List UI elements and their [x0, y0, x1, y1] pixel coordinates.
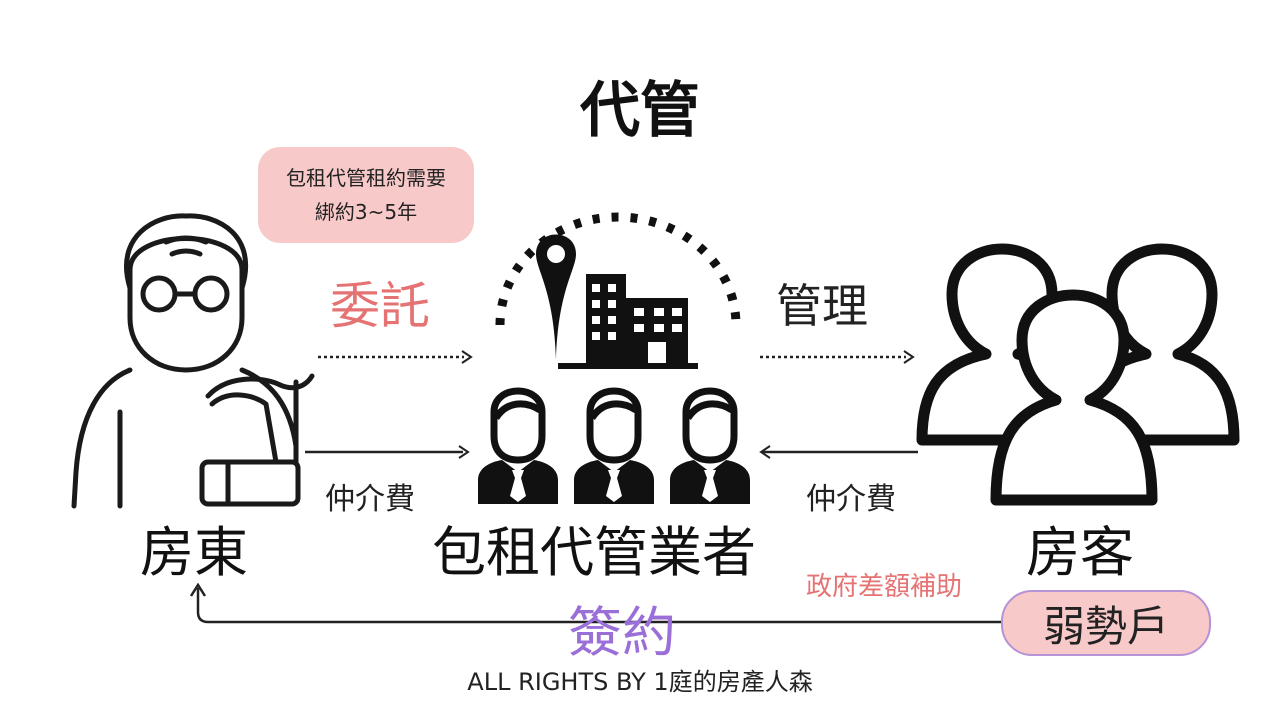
- tenant-group-icon: [916, 243, 1240, 506]
- agent-group-icon: [472, 380, 772, 506]
- old-man-icon: [71, 213, 315, 509]
- contract-label: 簽約: [568, 601, 676, 664]
- fee-label-right: 仲介費: [806, 482, 896, 517]
- arrow-contract: [189, 582, 1004, 624]
- contract-term-note: 包租代管租約需要 綁約3~5年: [258, 147, 474, 243]
- entrust-label: 委託: [330, 277, 430, 335]
- arrow-manage: [760, 350, 915, 364]
- tenant-label: 房客: [1026, 521, 1134, 584]
- vulnerable-household-badge: 弱勢戶: [1001, 590, 1211, 656]
- arrow-fee-left: [305, 445, 470, 459]
- arrow-entrust: [318, 350, 473, 364]
- copyright-footer: ALL RIGHTS BY 1庭的房產人森: [467, 668, 813, 696]
- contract-term-note-text: 包租代管租約需要 綁約3~5年: [286, 166, 446, 224]
- manage-label: 管理: [776, 279, 868, 333]
- page-title: 代管: [580, 76, 700, 146]
- subsidy-label: 政府差額補助: [806, 572, 963, 602]
- agent-label: 包租代管業者: [432, 521, 756, 584]
- vulnerable-household-label: 弱勢戶: [1042, 601, 1169, 651]
- landlord-label: 房東: [140, 521, 248, 584]
- arrow-fee-right: [759, 445, 918, 459]
- fee-label-left: 仲介費: [325, 482, 415, 517]
- building-pin-icon: [495, 212, 741, 369]
